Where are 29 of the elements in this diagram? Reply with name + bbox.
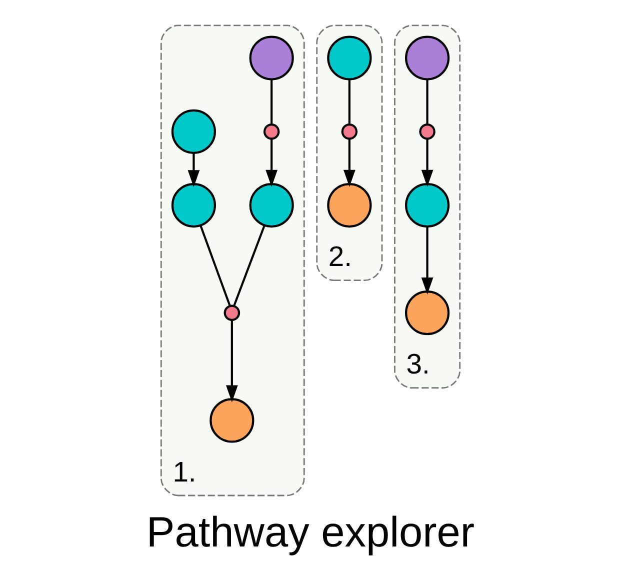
node-circle: [223, 304, 240, 321]
node-circle: [209, 398, 254, 443]
node-circle: [404, 290, 450, 336]
arrow: [420, 226, 433, 295]
connector: [348, 80, 350, 124]
arrow: [225, 320, 238, 402]
connector: [270, 80, 272, 124]
arrow: [187, 153, 200, 188]
cluster: 2.: [316, 24, 382, 281]
node-circle: [170, 109, 216, 154]
node-circle: [404, 36, 450, 80]
node-circle: [262, 124, 280, 140]
node-circle: [170, 182, 216, 228]
node-circle: [326, 36, 372, 80]
arrow: [342, 139, 355, 187]
connector: [199, 225, 230, 306]
arrow: [420, 139, 433, 187]
arrow: [265, 139, 278, 187]
connector: [426, 80, 428, 124]
cluster: 1.: [160, 24, 304, 496]
node-circle: [404, 182, 450, 228]
node-circle: [248, 182, 294, 228]
diagram-title: Pathway explorer: [146, 508, 474, 556]
node-circle: [326, 182, 372, 228]
cluster: 3.: [394, 24, 460, 389]
node-circle: [248, 36, 294, 80]
node-circle: [418, 124, 435, 140]
node-circle: [340, 124, 358, 140]
connector: [232, 225, 265, 306]
